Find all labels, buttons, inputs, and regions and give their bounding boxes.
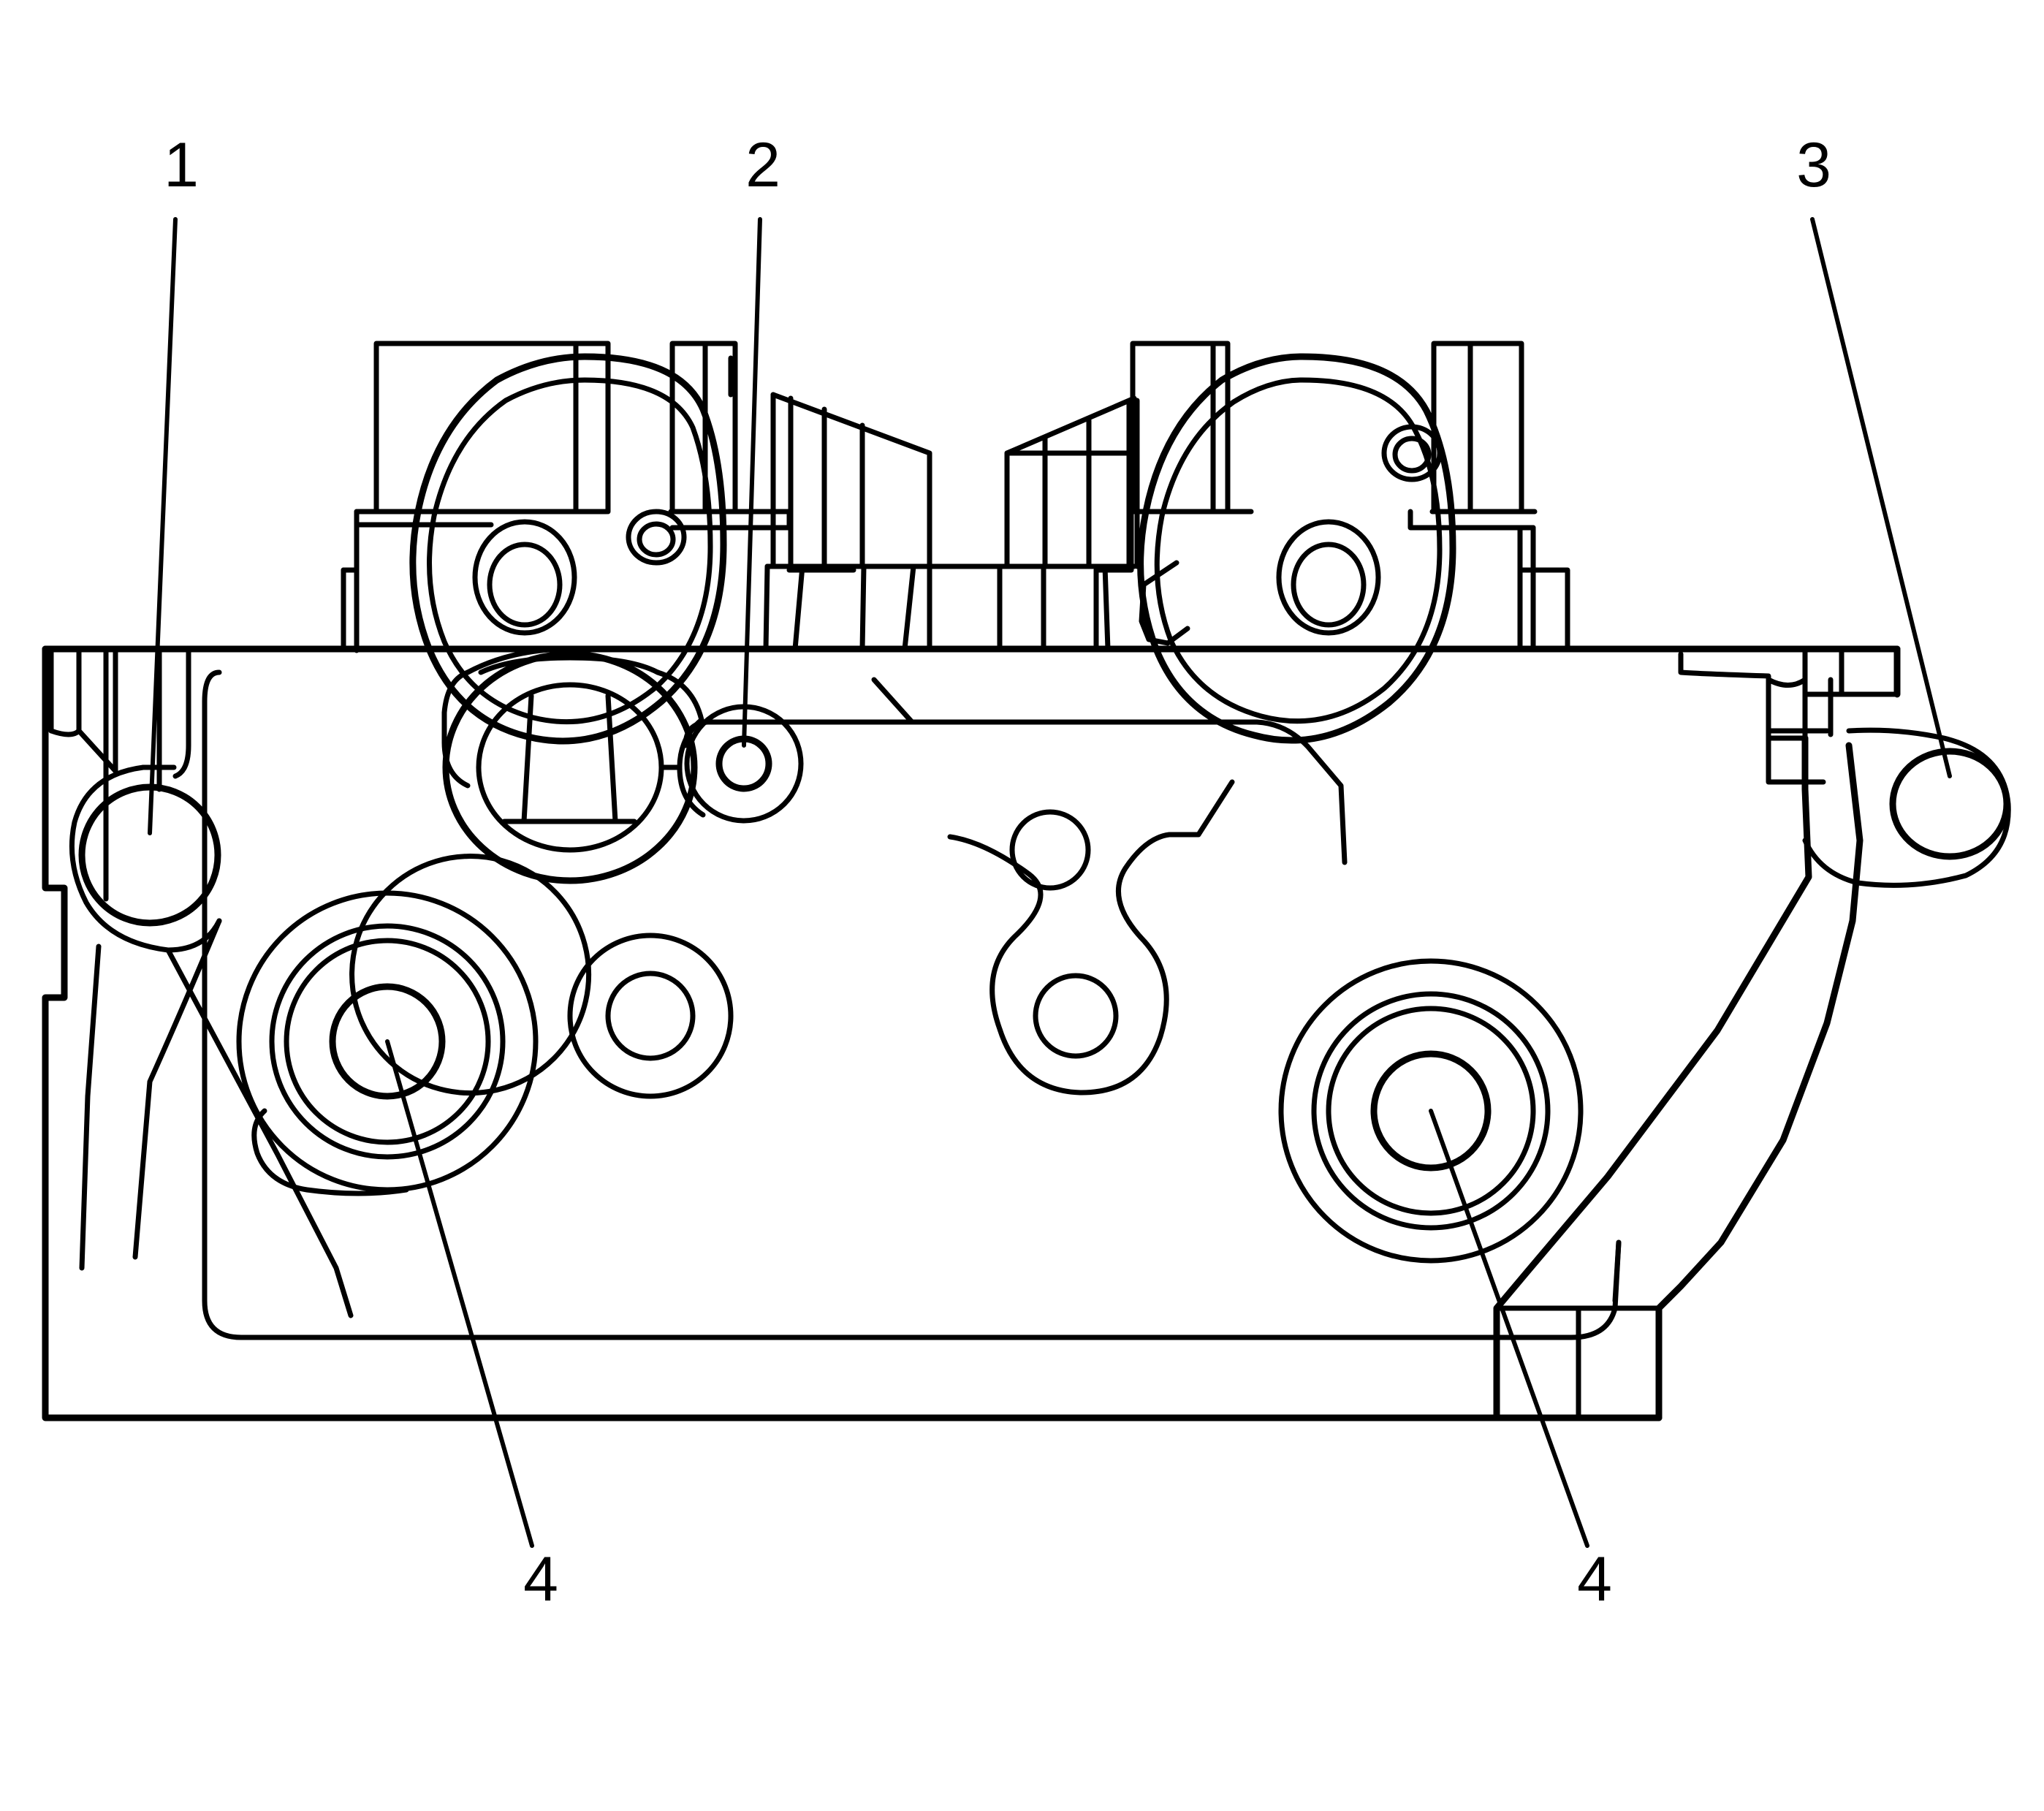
right-bearing-mid-ring-b [1326,1006,1536,1216]
dual-oil-drain-passage [947,779,1235,1096]
callout-3-leader [1810,217,1952,778]
drain-hole-lower [1033,973,1119,1059]
bottom-left-corner [42,1279,153,1421]
spark-plug-up-left [465,646,573,675]
ledge-diag-tick [871,677,915,725]
right-bearing-bore [1370,1050,1492,1172]
callout-layer: 1 2 3 4 4 [148,130,1952,1614]
right-inner-step [1678,651,1771,741]
callout-4-right-label: 4 [1577,1544,1612,1614]
spark-plug-flange-left [441,669,471,789]
spark-plug-top-arc [478,655,661,675]
left-internal-rib-walls [103,646,191,902]
callout-2-label: 2 [745,130,780,200]
left-camshaft-bearing-cap [341,341,856,745]
rib-right-diag-up [1004,395,1137,456]
center-webbing-ribs [728,355,1140,652]
left-cap-body-step [341,567,360,653]
left-bolt-hole-boss [69,764,354,1318]
right-cap-oil-hole-inner [1392,436,1432,474]
right-boss-ear-outline [1802,727,2011,888]
left-cap-stud-block [373,341,611,515]
right-inner-tail [1612,1239,1622,1304]
center-ring-inner [605,971,696,1061]
inner-rail-left [202,669,1622,1340]
rib-low-v4 [902,563,916,652]
left-cap-bore-outer [472,519,577,636]
callout-4-right-leader [1429,1109,1589,1548]
right-inner-detail [1612,1239,1662,1340]
left-notch-round [48,646,82,737]
left-cap-bore-inner [487,542,563,628]
left-cap-oil-hole-inner [637,521,676,558]
right-boss-bolt-hole [1889,748,2010,860]
left-edge-profile [42,645,68,1286]
left-bearing-mid-ring-a [269,923,506,1160]
left-boss-rib-b [79,944,102,1271]
rib-v3 [172,646,191,779]
right-cap-bore-outer [1276,519,1381,636]
left-bearing-lower-lug [251,1108,409,1196]
right-camshaft-bearing [1278,958,1584,1264]
left-bearing-bore [329,983,446,1100]
rib-low-v3 [859,563,867,652]
right-round-notch [1766,677,1808,688]
right-cap-stud-block [1130,341,1231,515]
right-bearing-outer-ring [1278,958,1584,1264]
inner-cavity-rail [202,669,1622,1340]
left-boss-rib-c [165,947,354,1318]
callout-4-left-label: 4 [523,1544,558,1614]
left-boss-rib-a [132,918,222,1260]
rib-low-v1 [763,563,770,652]
callout-1-leader [148,217,178,835]
right-upper-step [1766,646,1808,741]
right-diagonal-profile-2 [1655,742,1863,1421]
rib-low-v8 [1102,563,1111,652]
center-ring-outer [567,933,734,1099]
right-camshaft-bearing-cap [1093,341,1570,744]
callout-2-leader [742,217,762,748]
right-cap-body-left-step [1093,509,1134,573]
left-bearing-mid-ring-b [284,938,491,1145]
left-camshaft-bearing [236,854,592,1196]
right-cap-bore-inner [1291,542,1367,628]
drain-hole-upper [1009,809,1091,891]
spark-plug-up-right [655,669,704,723]
right-cap-tab-lug [1139,560,1190,646]
left-cap-oil-hole-outer [626,509,687,566]
callout-3-label: 3 [1796,130,1831,200]
left-notch-diag [76,646,118,774]
right-boss-ear [1802,727,2011,888]
rib-right-diag-top [1004,450,1137,569]
right-bearing-mid-ring-a [1311,991,1551,1231]
drain-passage-outline [947,779,1235,1096]
left-cap-disc-inner [427,377,713,725]
center-valve-ring [567,933,734,1099]
rib-low-v2 [792,563,805,652]
left-cap-disc-outer [409,353,727,745]
left-boss-outline [69,764,222,953]
callout-4-left-leader [385,1039,534,1548]
spark-plug-outer-ring [442,650,698,884]
rib-left-diag-top [770,392,932,569]
right-cap-shelf [1407,509,1536,531]
cylinder-head-outer-body [42,645,1901,1421]
right-cap-oil-hole-outer [1381,424,1443,482]
right-cap-right-ledge [1517,567,1570,652]
callout-1-label: 1 [164,130,199,200]
